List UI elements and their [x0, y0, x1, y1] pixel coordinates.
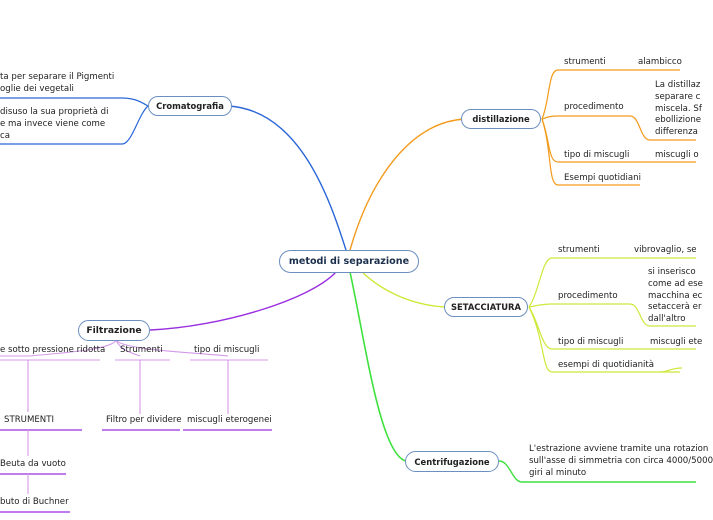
line-set-esempi — [528, 306, 680, 373]
distillazione-proc-line: differenza — [655, 127, 698, 138]
mind-map-canvas — [0, 69, 696, 513]
distillazione-proc-line: miscela. Sf — [655, 103, 702, 114]
setacciatura-label: SETACCIATURA — [451, 302, 521, 312]
filtrazione-c3: tipo di miscugli — [194, 345, 260, 355]
setacciatura-proc-line: macchina ec — [648, 290, 703, 301]
line-set-procedimento — [528, 303, 630, 308]
cromatografia-item-1-line: ta per separare il Pigmenti — [0, 72, 115, 82]
filtrazione-c1: e sotto pressione ridotta — [0, 345, 106, 355]
setacciatura-proc-line: come ad ese — [648, 278, 703, 289]
line-cromatografia-item2 — [0, 105, 149, 145]
filtrazione-c3-val: miscugli eterogenei — [187, 415, 272, 425]
line-filt-c2 — [115, 339, 141, 357]
cromatografia-item-2: disuso la sua proprietà di e ma invece v… — [0, 107, 108, 142]
centrifugazione-text: L'estrazione avviene tramite una rotazio… — [529, 444, 713, 479]
centrifugazione-text-line: L'estrazione avviene tramite una rotazio… — [529, 444, 709, 454]
line-dist-procedimento — [541, 115, 630, 120]
line-cromatografia-item1 — [0, 97, 149, 107]
line-set-esempi-tail — [659, 367, 683, 373]
distillazione-alambicco: alambicco — [638, 57, 682, 67]
central-topic-label: metodi di separazione — [288, 256, 410, 267]
filtrazione-c2-val: Filtro per dividere — [106, 415, 182, 425]
cromatografia-item-1: ta per separare il Pigmenti oglie dei ve… — [0, 72, 114, 96]
cromatografia-item-2-line: ca — [0, 130, 10, 141]
distillazione-proc-line: separare c — [655, 91, 701, 102]
topic-filtrazione[interactable]: Filtrazione — [78, 320, 150, 341]
branch-filtrazione — [149, 271, 337, 331]
distillazione-esempi: Esempi quotidiani — [564, 173, 641, 183]
setacciatura-tipo-val: miscugli ete — [650, 337, 703, 347]
filtrazione-c2: Strumenti — [120, 345, 163, 355]
setacciatura-strumenti: strumenti — [558, 245, 600, 255]
distillazione-proc-line: La distillaz — [655, 80, 701, 90]
filtrazione-c1-sub: STRUMENTI — [4, 415, 55, 425]
line-filt-c3 — [115, 339, 229, 357]
topic-setacciatura[interactable]: SETACCIATURA — [444, 297, 528, 317]
line-set-proc-text — [629, 303, 696, 327]
filtrazione-c1-item-beuta: Beuta da vuoto — [0, 459, 66, 469]
setacciatura-proc-line: si inserisco — [648, 267, 696, 277]
filtrazione-c1-item-buchner: buto di Buchner — [0, 497, 69, 507]
line-dist-strumenti — [541, 69, 612, 120]
topic-cromatografia[interactable]: Cromatografia — [148, 96, 232, 116]
setacciatura-proc-line: setaccerà er — [648, 302, 702, 313]
distillazione-label: distillazione — [472, 114, 530, 124]
setacciatura-proc-line: dall'altro — [648, 314, 686, 325]
line-centrifugazione-text — [498, 460, 696, 483]
branch-cromatografia — [227, 105, 347, 251]
cromatografia-item-1-line: oglie dei vegetali — [0, 83, 74, 94]
branch-setacciatura — [359, 269, 446, 308]
setacciatura-procedimento: procedimento — [558, 291, 618, 301]
distillazione-procedimento: procedimento — [564, 102, 624, 112]
setacciatura-esempi: esempi di quotidianità — [558, 360, 655, 370]
branch-centrifugazione — [349, 271, 407, 462]
centrifugazione-label: Centrifugazione — [414, 456, 490, 467]
setacciatura-strumenti-val: vibrovaglio, se — [634, 245, 697, 255]
setacciatura-proc-text: si inserisco come ad ese macchina ec set… — [648, 267, 703, 326]
line-set-strumenti — [528, 257, 624, 308]
distillazione-tipo-val: miscugli o — [655, 150, 699, 160]
distillazione-strumenti: strumenti — [564, 57, 606, 67]
line-dist-esempi — [541, 118, 640, 186]
topic-distillazione[interactable]: distillazione — [461, 109, 541, 129]
cromatografia-item-2-line: disuso la sua proprietà di — [0, 107, 109, 117]
filtrazione-label: Filtrazione — [86, 325, 142, 336]
distillazione-proc-line: ebollizione — [655, 115, 702, 126]
distillazione-tipo: tipo di miscugli — [564, 150, 630, 160]
line-dist-proc-text — [629, 115, 696, 141]
topic-centrifugazione[interactable]: Centrifugazione — [405, 451, 499, 472]
setacciatura-tipo: tipo di miscugli — [558, 337, 624, 347]
line-filt-c1 — [0, 339, 117, 357]
cromatografia-label: Cromatografia — [156, 101, 224, 111]
distillazione-proc-text: La distillaz separare c miscela. Sf ebol… — [655, 80, 702, 139]
centrifugazione-text-line: sull'asse di simmetria con circa 4000/50… — [529, 455, 713, 466]
central-topic[interactable]: metodi di separazione — [279, 250, 419, 273]
cromatografia-item-2-line: e ma invece viene come — [0, 118, 106, 129]
branch-distillazione — [349, 118, 466, 251]
centrifugazione-text-line: giri al minuto — [529, 467, 587, 478]
